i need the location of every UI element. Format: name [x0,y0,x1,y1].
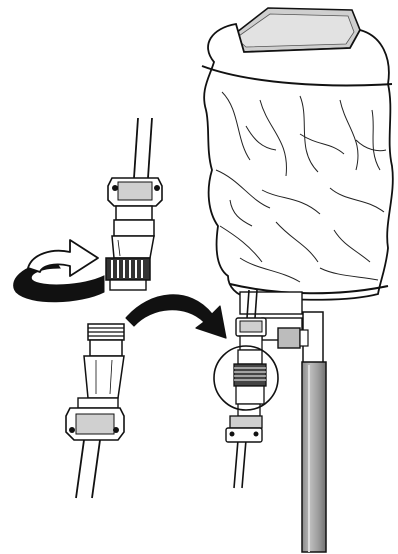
installed-connector [225,317,267,443]
mounting-pole [301,311,327,553]
lower-connector [65,323,125,441]
lower-cable [75,439,101,499]
rotate-arrow-icon [13,239,105,303]
cloth-cover [203,22,394,301]
upper-cable [133,117,153,179]
curved-arrow-icon [125,294,227,339]
magnified-connector-circle [213,345,279,411]
pole-clamp [261,317,309,349]
covered-antenna-device [201,7,394,315]
upper-connector [105,177,163,291]
installed-cable [233,289,258,489]
